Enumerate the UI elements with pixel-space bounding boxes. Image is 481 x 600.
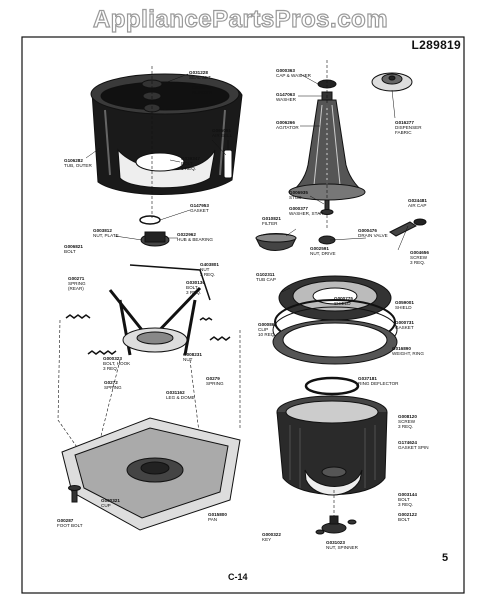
page-frame bbox=[21, 36, 465, 594]
foot-bolt bbox=[68, 485, 81, 503]
base-pan bbox=[61, 417, 241, 531]
fabric-dispenser bbox=[371, 72, 413, 92]
shield-rings bbox=[272, 299, 398, 365]
drain-valve bbox=[389, 218, 427, 237]
section-number: 5 bbox=[442, 552, 449, 564]
gasket-ring bbox=[139, 215, 161, 225]
springs bbox=[65, 314, 231, 355]
leg-dome-assembly bbox=[108, 264, 211, 356]
hub-bearing bbox=[140, 231, 170, 247]
model-code: L289819 bbox=[411, 38, 461, 52]
spinner-nut bbox=[315, 515, 357, 535]
spin-basket bbox=[276, 395, 388, 496]
ring-deflector bbox=[304, 376, 360, 396]
watermark: AppliancePartsPros.com bbox=[92, 5, 389, 33]
filter bbox=[255, 233, 297, 251]
page-number: C-14 bbox=[228, 572, 248, 582]
nut-drive bbox=[318, 235, 336, 245]
stud-washer bbox=[320, 199, 334, 215]
air-bell bbox=[223, 140, 233, 179]
outer-tub bbox=[90, 73, 243, 195]
